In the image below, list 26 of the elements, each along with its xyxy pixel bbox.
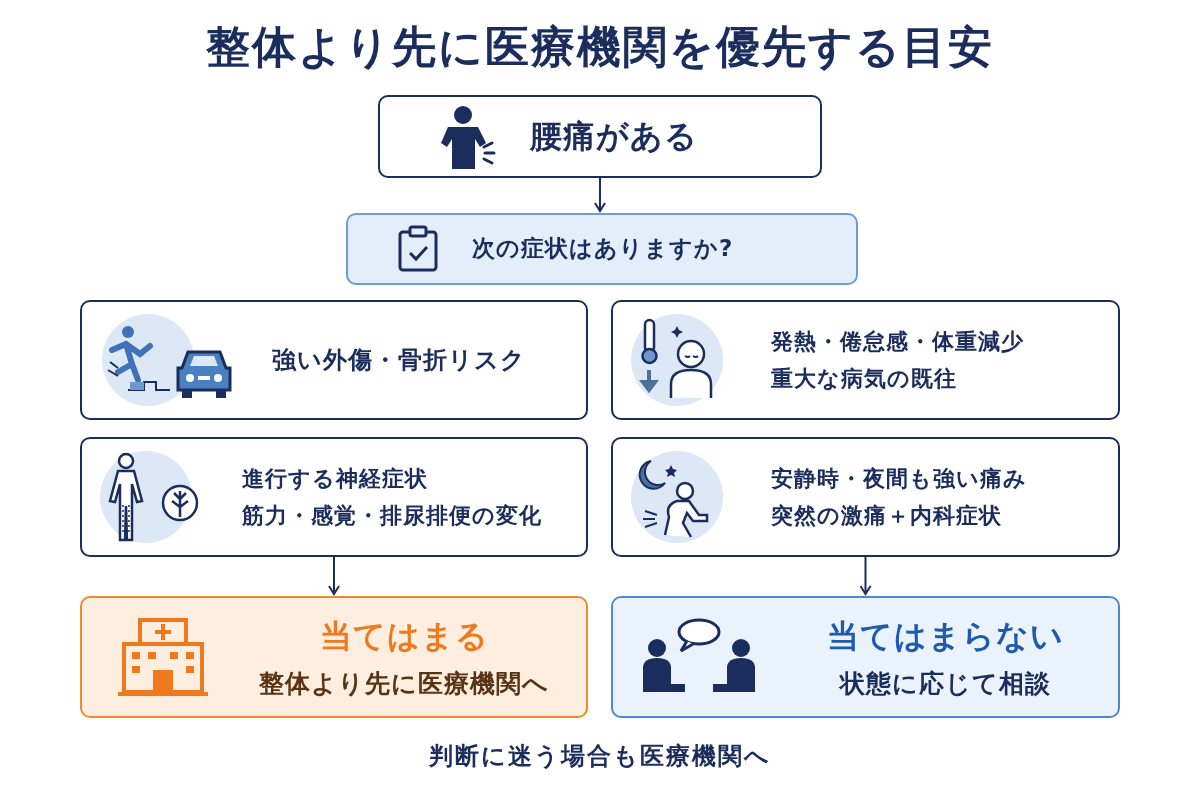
- symptom-text: 発熱・倦怠感・体重減少: [771, 327, 1025, 356]
- result-box: [80, 596, 588, 718]
- symptom-text: 突然の激痛＋内科症状: [771, 502, 1003, 530]
- question-text: 次の症状はありますか?: [472, 235, 735, 263]
- result-text: 整体より先に医療機関へ: [259, 667, 549, 700]
- result-heading: 当てはまらない: [827, 615, 1064, 657]
- symptom-text: 筋力・感覚・排尿排便の変化: [242, 502, 543, 530]
- title: 整体より先に医療機関を優先する目安: [205, 20, 995, 74]
- arrow: [859, 556, 872, 595]
- symptom-text: 腰痛がある: [530, 117, 699, 156]
- result-text: 状態に応じて相談: [840, 667, 1051, 700]
- arrow: [328, 556, 340, 595]
- caption: 判断に迷う場合も医療機関へ: [428, 741, 772, 772]
- symptom-box: [80, 300, 588, 420]
- symptom-box: [611, 437, 1120, 557]
- symptom-box: [611, 300, 1120, 420]
- symptom-text: 安静時・夜間も強い痛み: [771, 464, 1028, 493]
- symptom-box: [378, 95, 822, 178]
- result-heading: 当てはまる: [319, 615, 489, 657]
- question-box: [346, 213, 858, 285]
- symptom-text: 重大な病気の既往: [771, 365, 958, 393]
- arrow: [594, 177, 606, 212]
- symptom-text: 進行する神経症状: [242, 464, 429, 493]
- symptom-box: [80, 437, 588, 557]
- result-box: [611, 596, 1120, 718]
- symptom-text: 強い外傷・骨折リスク: [272, 345, 527, 375]
